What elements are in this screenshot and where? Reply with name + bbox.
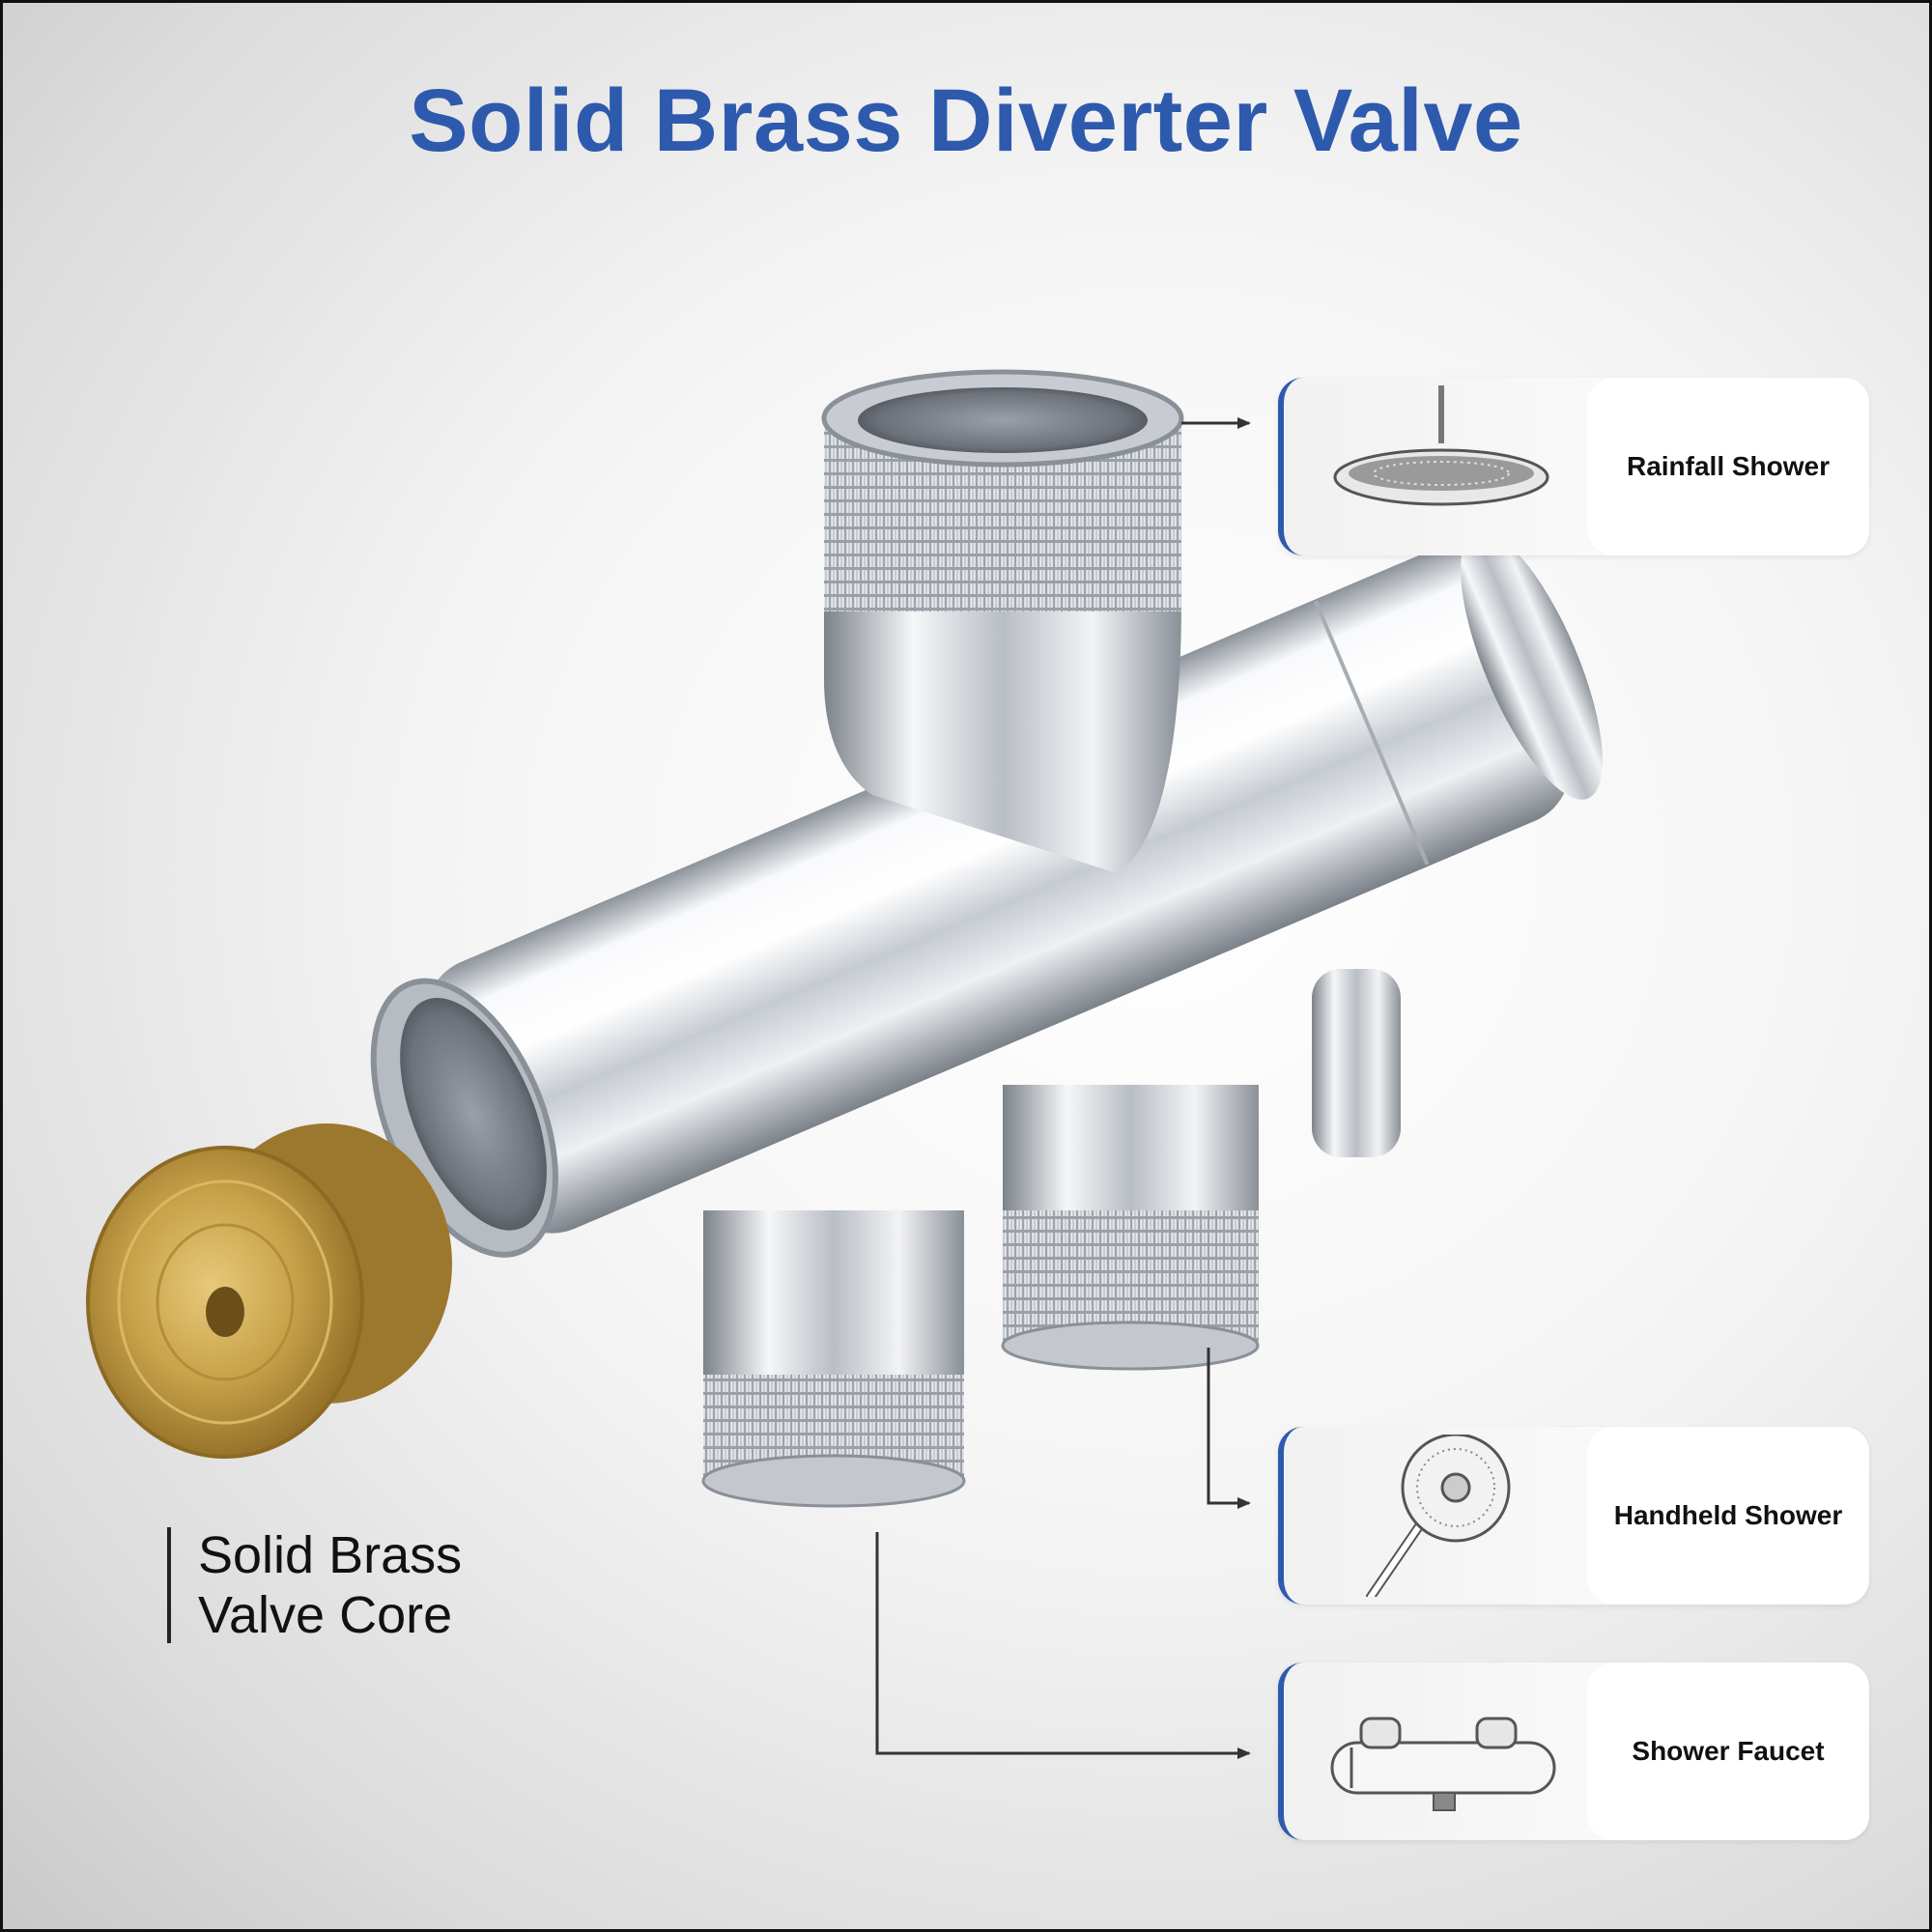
outlet-label-pane: Handheld Shower	[1587, 1427, 1869, 1605]
bottom-outlet-right	[1001, 1085, 1260, 1371]
bottom-outlet-left	[701, 1210, 966, 1508]
brass-valve-core	[86, 1123, 452, 1459]
outlet-label: Rainfall Shower	[1626, 451, 1831, 481]
outlet-card-faucet: Shower Faucet	[1278, 1662, 1869, 1840]
valve-core-label-line2: Valve Core	[198, 1586, 453, 1644]
valve-core-callout: Solid Brass Valve Core	[167, 1526, 463, 1644]
handheld-connector	[1207, 1348, 1251, 1509]
diverter-lever	[1312, 969, 1401, 1157]
valve-core-label-line1: Solid Brass	[198, 1526, 463, 1584]
valve-body	[370, 530, 1603, 1258]
outlet-label: Handheld Shower	[1613, 1500, 1843, 1530]
top-outlet	[821, 369, 1184, 872]
outlet-card-rainfall: Rainfall Shower	[1278, 378, 1869, 555]
outlet-label: Shower Faucet	[1632, 1736, 1825, 1766]
page-title: Solid Brass Diverter Valve	[409, 71, 1523, 170]
outlet-label-pane: Shower Faucet	[1587, 1662, 1869, 1840]
outlet-card-handheld: Handheld Shower	[1278, 1427, 1869, 1605]
shower-faucet-icon	[1330, 1717, 1556, 1811]
outlet-label-pane: Rainfall Shower	[1587, 378, 1869, 555]
rainfall-shower-icon	[1333, 385, 1549, 506]
handheld-shower-icon	[1366, 1435, 1511, 1597]
faucet-connector	[875, 1532, 1251, 1759]
diverter-valve-illustration	[86, 369, 1603, 1759]
